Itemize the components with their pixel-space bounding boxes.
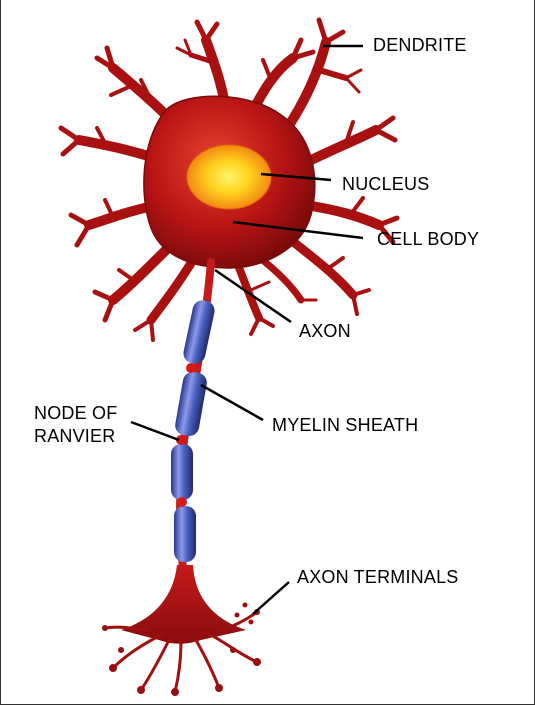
- label-axon-terminals: AXON TERMINALS: [297, 566, 459, 588]
- label-nucleus: NUCLEUS: [342, 173, 429, 195]
- nucleus-shape: [187, 145, 271, 209]
- myelin-sheath-segments: [171, 298, 216, 562]
- label-myelin-sheath: MYELIN SHEATH: [272, 414, 418, 436]
- label-dendrite: DENDRITE: [373, 34, 467, 56]
- label-node-of-ranvier-line2: RANVIER: [34, 425, 115, 447]
- axon-terminal-shape: [102, 565, 261, 696]
- label-cell-body: CELL BODY: [377, 228, 479, 250]
- label-node-of-ranvier-line1: NODE OF: [34, 402, 117, 424]
- label-axon: AXON: [299, 320, 351, 342]
